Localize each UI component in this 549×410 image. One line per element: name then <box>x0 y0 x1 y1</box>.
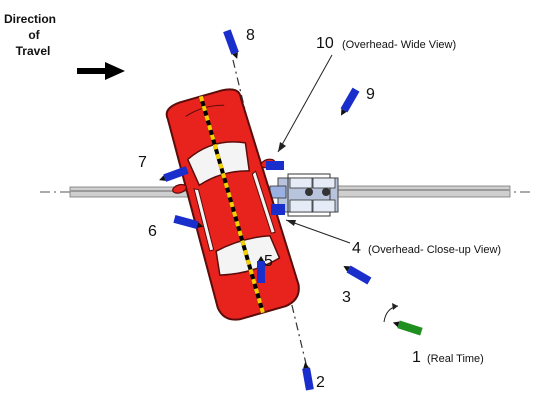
direction-of-travel: Direction of Travel <box>4 12 125 80</box>
label-camera-9: 9 <box>366 86 375 103</box>
camera-5-icon <box>257 256 265 283</box>
camera-9-icon <box>340 87 360 116</box>
label-camera-4-desc: (Overhead- Close-up View) <box>368 244 501 256</box>
car <box>165 88 300 321</box>
label-camera-7: 7 <box>138 154 147 171</box>
label-camera-10-desc: (Overhead- Wide View) <box>342 39 456 51</box>
label-camera-4: 4 <box>352 240 361 257</box>
test-article-post <box>269 173 339 217</box>
camera-8-icon <box>223 29 239 59</box>
pointer-line-4 <box>285 219 351 244</box>
label-camera-6: 6 <box>148 223 157 240</box>
camera-3-icon <box>343 265 372 285</box>
camera-1-icon <box>392 320 423 336</box>
label-camera-10: 10 <box>316 35 334 52</box>
camera-2-icon <box>302 362 314 391</box>
rotation-arrow-icon <box>383 305 399 323</box>
label-camera-1: 1 <box>412 349 421 366</box>
label-camera-8: 8 <box>246 27 255 44</box>
label-camera-2: 2 <box>316 374 325 391</box>
camera-4-icon <box>271 204 285 215</box>
label-camera-1-desc: (Real Time) <box>427 353 484 365</box>
direction-line-1: Direction <box>4 12 56 26</box>
pointer-line-10 <box>277 54 333 153</box>
camera-6-icon <box>173 215 204 229</box>
label-camera-3: 3 <box>342 289 351 306</box>
camera-7-icon <box>159 166 189 182</box>
direction-line-3: Travel <box>16 44 51 58</box>
label-camera-5: 5 <box>264 253 273 270</box>
camera-10-icon <box>266 161 284 170</box>
direction-line-2: of <box>28 28 40 42</box>
direction-arrow-icon <box>77 62 125 80</box>
